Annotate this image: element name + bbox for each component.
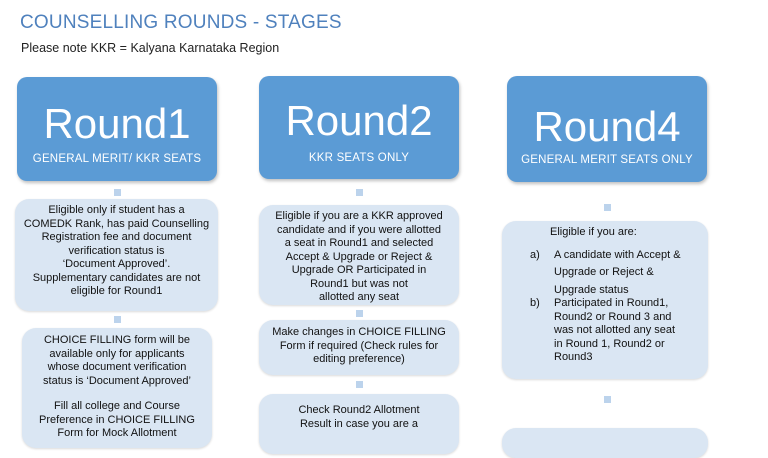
line: COMEDK Rank, has paid Counselling (23, 217, 210, 230)
line: Accept & Upgrade or Reject & (285, 250, 433, 263)
round1-header: Round1 GENERAL MERIT/ KKR SEATS (17, 77, 217, 181)
line: allotted any seat (318, 291, 400, 303)
line: Eligible if you are a KKR approved (275, 210, 443, 222)
round1-arrow-2 (114, 316, 121, 323)
line: Form for Mock Allotment (57, 427, 177, 439)
round2-changes-card: Make changes in CHOICE FILLING Form if r… (259, 320, 459, 375)
list-item: a) A candidate with Accept & Upgrade or … (530, 249, 698, 298)
line: Upgrade OR Participated in (291, 264, 427, 276)
line: Upgrade status (554, 283, 629, 296)
round2-arrow-1 (356, 189, 363, 196)
round2-header: Round2 KKR SEATS ONLY (259, 76, 459, 179)
line: status is ‘Document Approved’ (43, 374, 191, 387)
round4-subtitle: GENERAL MERIT SEATS ONLY (521, 154, 693, 166)
line: a seat in Round1 and selected (284, 237, 434, 249)
line: eligible for Round1 (70, 285, 163, 297)
list-item: b) Participated in Round1, Round2 or Rou… (530, 297, 698, 365)
line: Check Round2 Allotment (298, 404, 420, 416)
round4-arrow-2 (604, 396, 611, 403)
line: Participated in Round1, (554, 297, 669, 309)
line: A candidate with Accept & (554, 248, 681, 261)
round2-eligibility-card: Eligible if you are a KKR approved candi… (259, 205, 459, 305)
line: Eligible only if student has a (48, 204, 185, 216)
round2-title: Round2 (285, 97, 433, 144)
kkr-note: Please note KKR = Kalyana Karnataka Regi… (21, 41, 280, 55)
line: was not allotted any seat (554, 324, 676, 336)
line: Round3 (554, 351, 593, 363)
round1-choice-card: CHOICE FILLING form will be available on… (22, 328, 212, 448)
line: candidate and if you were allotted (277, 223, 441, 236)
list-marker: a) (530, 248, 540, 261)
line: editing preference) (313, 353, 405, 365)
eligible-label: Eligible if you are: (550, 226, 637, 238)
page-title: COUNSELLING ROUNDS - STAGES (20, 12, 342, 33)
line: in Round 1, Round2 or (554, 337, 665, 350)
line: Make changes in CHOICE FILLING (272, 326, 446, 338)
line: Round1 but was not (310, 277, 408, 290)
line: Registration fee and document (41, 231, 192, 243)
line: CHOICE FILLING form will be (43, 334, 191, 346)
line: available only for applicants (49, 347, 185, 360)
round1-eligibility-card: Eligible only if student has a COMEDK Ra… (15, 199, 218, 311)
round4-header: Round4 GENERAL MERIT SEATS ONLY (507, 76, 707, 182)
line: Form if required (Check rules for (279, 339, 439, 352)
round4-next-card (502, 428, 708, 458)
line: Round2 or Round 3 and (554, 310, 672, 323)
line: Fill all college and Course (54, 400, 180, 412)
line: whose document verification (47, 361, 187, 373)
round2-check-card: Check Round2 Allotment Result in case yo… (259, 394, 459, 454)
line: verification status is (68, 244, 165, 257)
line: Upgrade or Reject & (554, 266, 654, 278)
round1-subtitle: GENERAL MERIT/ KKR SEATS (32, 153, 202, 165)
round1-title: Round1 (43, 100, 191, 147)
round1-arrow-1 (114, 189, 121, 196)
line: ‘Document Approved’. (62, 258, 171, 270)
round4-title: Round4 (533, 103, 681, 150)
list-marker: b) (530, 297, 540, 309)
round2-arrow-3 (356, 381, 363, 388)
round2-arrow-2 (356, 310, 363, 317)
line: Result in case you are a (299, 417, 418, 430)
line: Preference in CHOICE FILLING (39, 413, 195, 426)
round4-arrow-1 (604, 204, 611, 211)
line: Supplementary candidates are not (32, 271, 201, 284)
round2-subtitle: KKR SEATS ONLY (308, 152, 410, 164)
round4-eligibility-card: Eligible if you are: a) A candidate with… (502, 221, 708, 379)
